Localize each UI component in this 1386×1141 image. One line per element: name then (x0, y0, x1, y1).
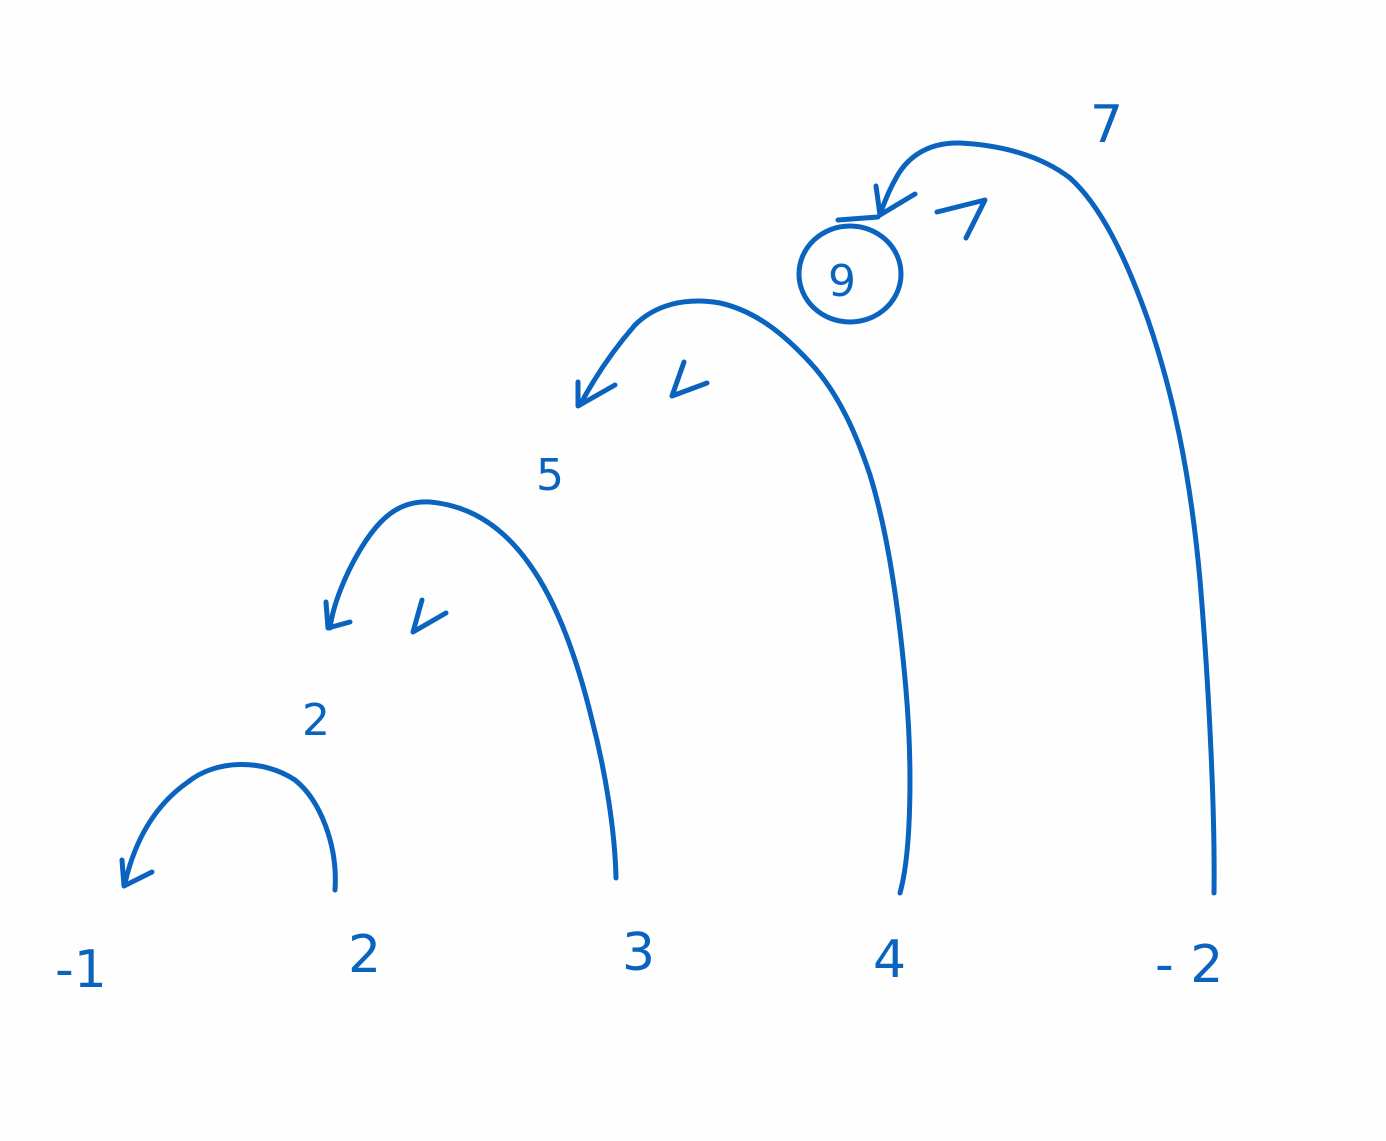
number-label: 2 (348, 925, 381, 985)
number-label: 4 (873, 930, 906, 990)
arrow-head (323, 599, 353, 631)
jump-arc (577, 298, 913, 896)
jump-value: 5 (536, 450, 564, 501)
answer-circle (796, 223, 904, 325)
jump-arc (122, 762, 338, 893)
number-label: -1 (55, 940, 107, 1000)
circled-answer: 9 (828, 256, 856, 307)
arrow-head (575, 379, 618, 409)
jump-arc (877, 140, 1217, 896)
jump-arc (327, 499, 619, 881)
circle-overlap-stroke (835, 214, 881, 223)
jump-value: 2 (302, 695, 330, 746)
check-mark (669, 359, 710, 399)
number-label: 3 (622, 923, 655, 983)
check-mark (410, 597, 449, 635)
jump-value: 7 (1090, 95, 1123, 155)
arrow-head (119, 857, 155, 889)
arrow-head (873, 183, 918, 218)
number-label: - 2 (1155, 935, 1223, 995)
annotation-mark (934, 197, 988, 241)
